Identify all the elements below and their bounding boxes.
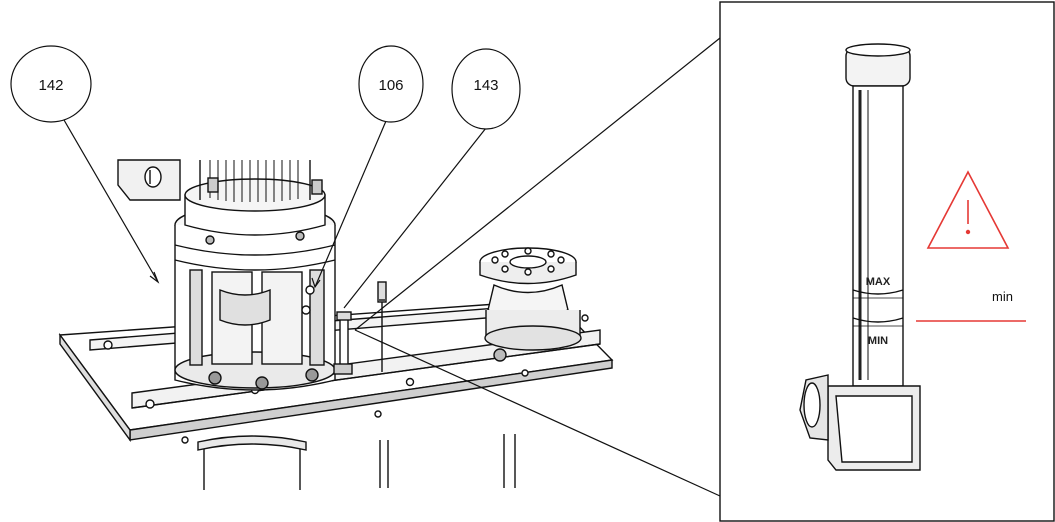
motor bbox=[117, 159, 326, 236]
callout-142-label: 142 bbox=[38, 77, 63, 94]
leader-lines bbox=[63, 37, 721, 497]
discharge-flange bbox=[479, 247, 582, 362]
lower-column bbox=[197, 434, 516, 490]
leader-143 bbox=[343, 127, 487, 309]
callout-106-label: 106 bbox=[378, 77, 403, 94]
leader-142 bbox=[63, 119, 159, 283]
level-indicator-small bbox=[333, 311, 353, 375]
sensor-rod bbox=[377, 281, 387, 372]
max-label: MAX bbox=[866, 276, 891, 288]
warning-triangle-icon bbox=[926, 170, 1010, 249]
pump-assembly bbox=[58, 159, 614, 490]
leader-106 bbox=[314, 120, 387, 288]
callout-143: 143 bbox=[451, 48, 521, 130]
detail-projection-top bbox=[354, 37, 721, 331]
callout-142: 142 bbox=[10, 45, 92, 123]
min-label: MIN bbox=[868, 335, 888, 347]
callout-106: 106 bbox=[358, 45, 424, 123]
detail-view: MAX MIN min bbox=[719, 1, 1055, 522]
min-marker-label: min bbox=[992, 289, 1013, 304]
callout-143-label: 143 bbox=[473, 77, 498, 94]
level-gauge bbox=[799, 43, 921, 471]
detail-projection-bottom bbox=[354, 329, 721, 497]
